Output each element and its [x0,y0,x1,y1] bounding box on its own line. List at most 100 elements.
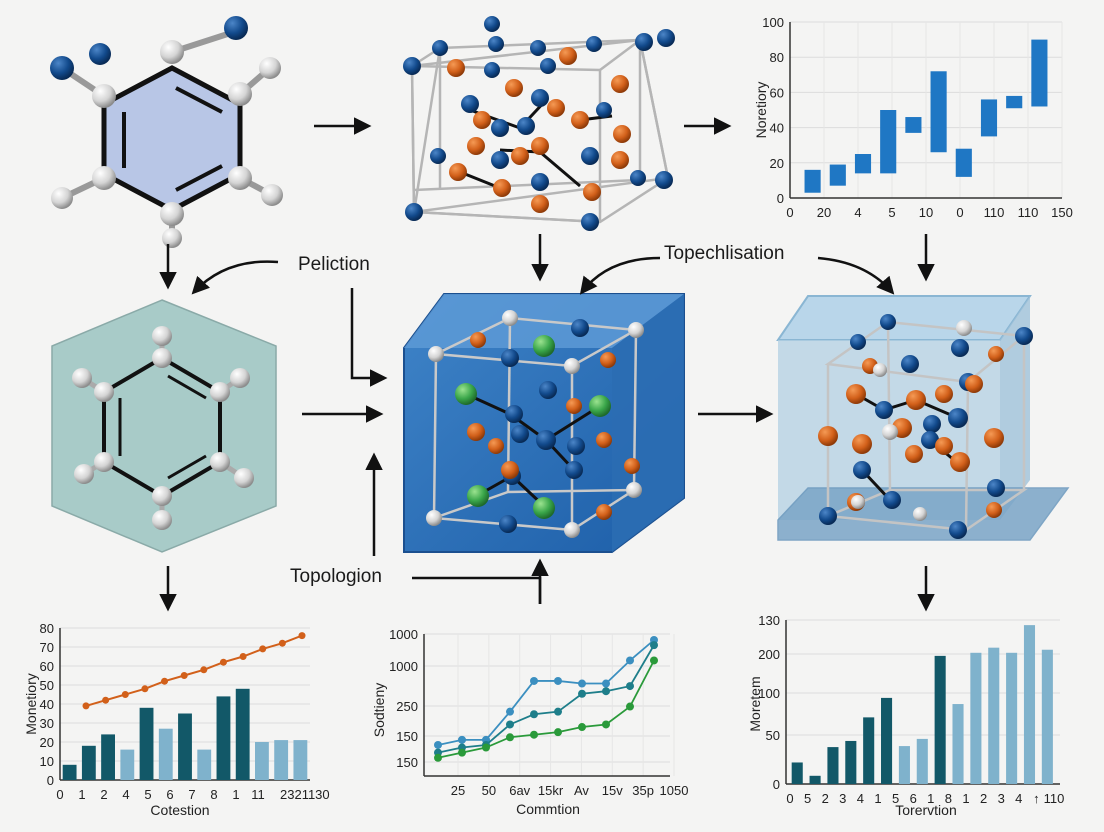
y-axis-label: Noretiory [753,82,769,139]
data-point [239,653,247,660]
x-tick-label: 2321130 [280,787,330,802]
y-tick-label: 80 [770,50,784,65]
x-tick-label: ↑ [1033,791,1040,806]
hexagon-molecule-icon [51,299,277,553]
data-point [458,735,466,744]
x-tick-label: 10 [919,205,933,220]
x-tick-label: 6 [910,791,917,806]
data-point [506,720,514,729]
bar [952,704,964,784]
bar [101,734,115,780]
x-tick-label: 6av [509,783,530,798]
crystal-lattice-icon [403,16,675,231]
data-point [626,656,634,665]
bar [255,742,269,780]
x-tick-label: 8 [945,791,952,806]
bar [955,148,972,177]
data-point [626,682,634,691]
y-tick-label: 10 [40,754,54,769]
bar [293,740,308,780]
bar [81,745,96,780]
bar [139,707,154,780]
bar [930,71,947,153]
y-tick-label: 200 [758,647,780,662]
x-tick-label: 5 [892,791,899,806]
bar [791,762,803,784]
y-tick-label: 60 [40,659,54,674]
bar [845,740,857,784]
data-point [278,639,286,647]
data-point [180,672,188,679]
series-line [437,639,655,746]
x-tick-label: 5 [144,787,151,802]
bar [863,717,875,784]
data-point [578,723,586,732]
series-line [437,644,655,754]
x-tick-label: 110 [1044,791,1065,806]
data-point [602,679,610,688]
x-tick-label: 35p [632,783,654,798]
topology-top-label: Topechlisation [664,243,785,264]
bar [1023,625,1036,784]
y-tick-label: 70 [40,640,54,655]
data-point [650,641,658,650]
data-point [102,696,110,704]
data-point [259,645,267,653]
data-point [530,710,538,719]
series-line [437,660,655,759]
y-tick-label: 130 [758,613,780,628]
x-tick-label: 1 [962,791,969,806]
y-tick-label: 40 [40,697,54,712]
data-point [200,666,208,674]
y-tick-label: 150 [396,755,418,770]
x-tick-label: 15v [602,783,623,798]
data-point [161,677,169,685]
bar [988,647,1000,784]
bar [880,110,897,174]
data-point [554,676,562,685]
x-axis-label: Torervtion [895,802,956,818]
bar [1041,649,1053,784]
flow-arrow-icon [817,256,895,295]
x-tick-label: 5 [888,205,895,220]
bar [274,740,289,780]
y-tick-label: 60 [770,85,784,100]
x-tick-label: 2 [980,791,987,806]
bar [980,99,998,137]
y-tick-label: 40 [770,121,784,136]
y-tick-label: 50 [766,728,780,743]
x-tick-label: 20 [817,205,831,220]
x-tick-label: 6 [166,787,173,802]
bar [934,655,946,784]
data-point [219,658,227,666]
y-tick-label: 150 [396,729,418,744]
flow-arrow-icon [191,260,279,295]
bar [881,697,893,784]
x-tick-label: 4 [857,791,864,806]
data-point [434,740,442,749]
x-tick-label: 50 [482,783,496,798]
bar [178,713,192,780]
benzene-ring-icon [50,16,283,248]
x-tick-label: 0 [786,205,793,220]
x-tick-label: 25 [451,783,465,798]
y-tick-label: 250 [396,699,418,714]
x-tick-label: 1 [78,787,85,802]
data-point [506,733,514,742]
bar [216,696,231,780]
data-point [530,730,538,739]
y-tick-label: 30 [40,716,54,731]
data-point [578,689,586,698]
flow-arrows [159,117,935,612]
data-point [626,702,634,711]
bar [120,749,135,780]
x-tick-label: 0 [56,787,63,802]
bar [970,652,982,784]
bar [916,738,928,784]
y-tick-label: 20 [770,156,784,171]
bar [197,749,212,780]
y-tick-label: 0 [773,777,780,792]
x-tick-label: 1050 [660,783,689,798]
y-axis-label: Moretem [747,676,763,731]
